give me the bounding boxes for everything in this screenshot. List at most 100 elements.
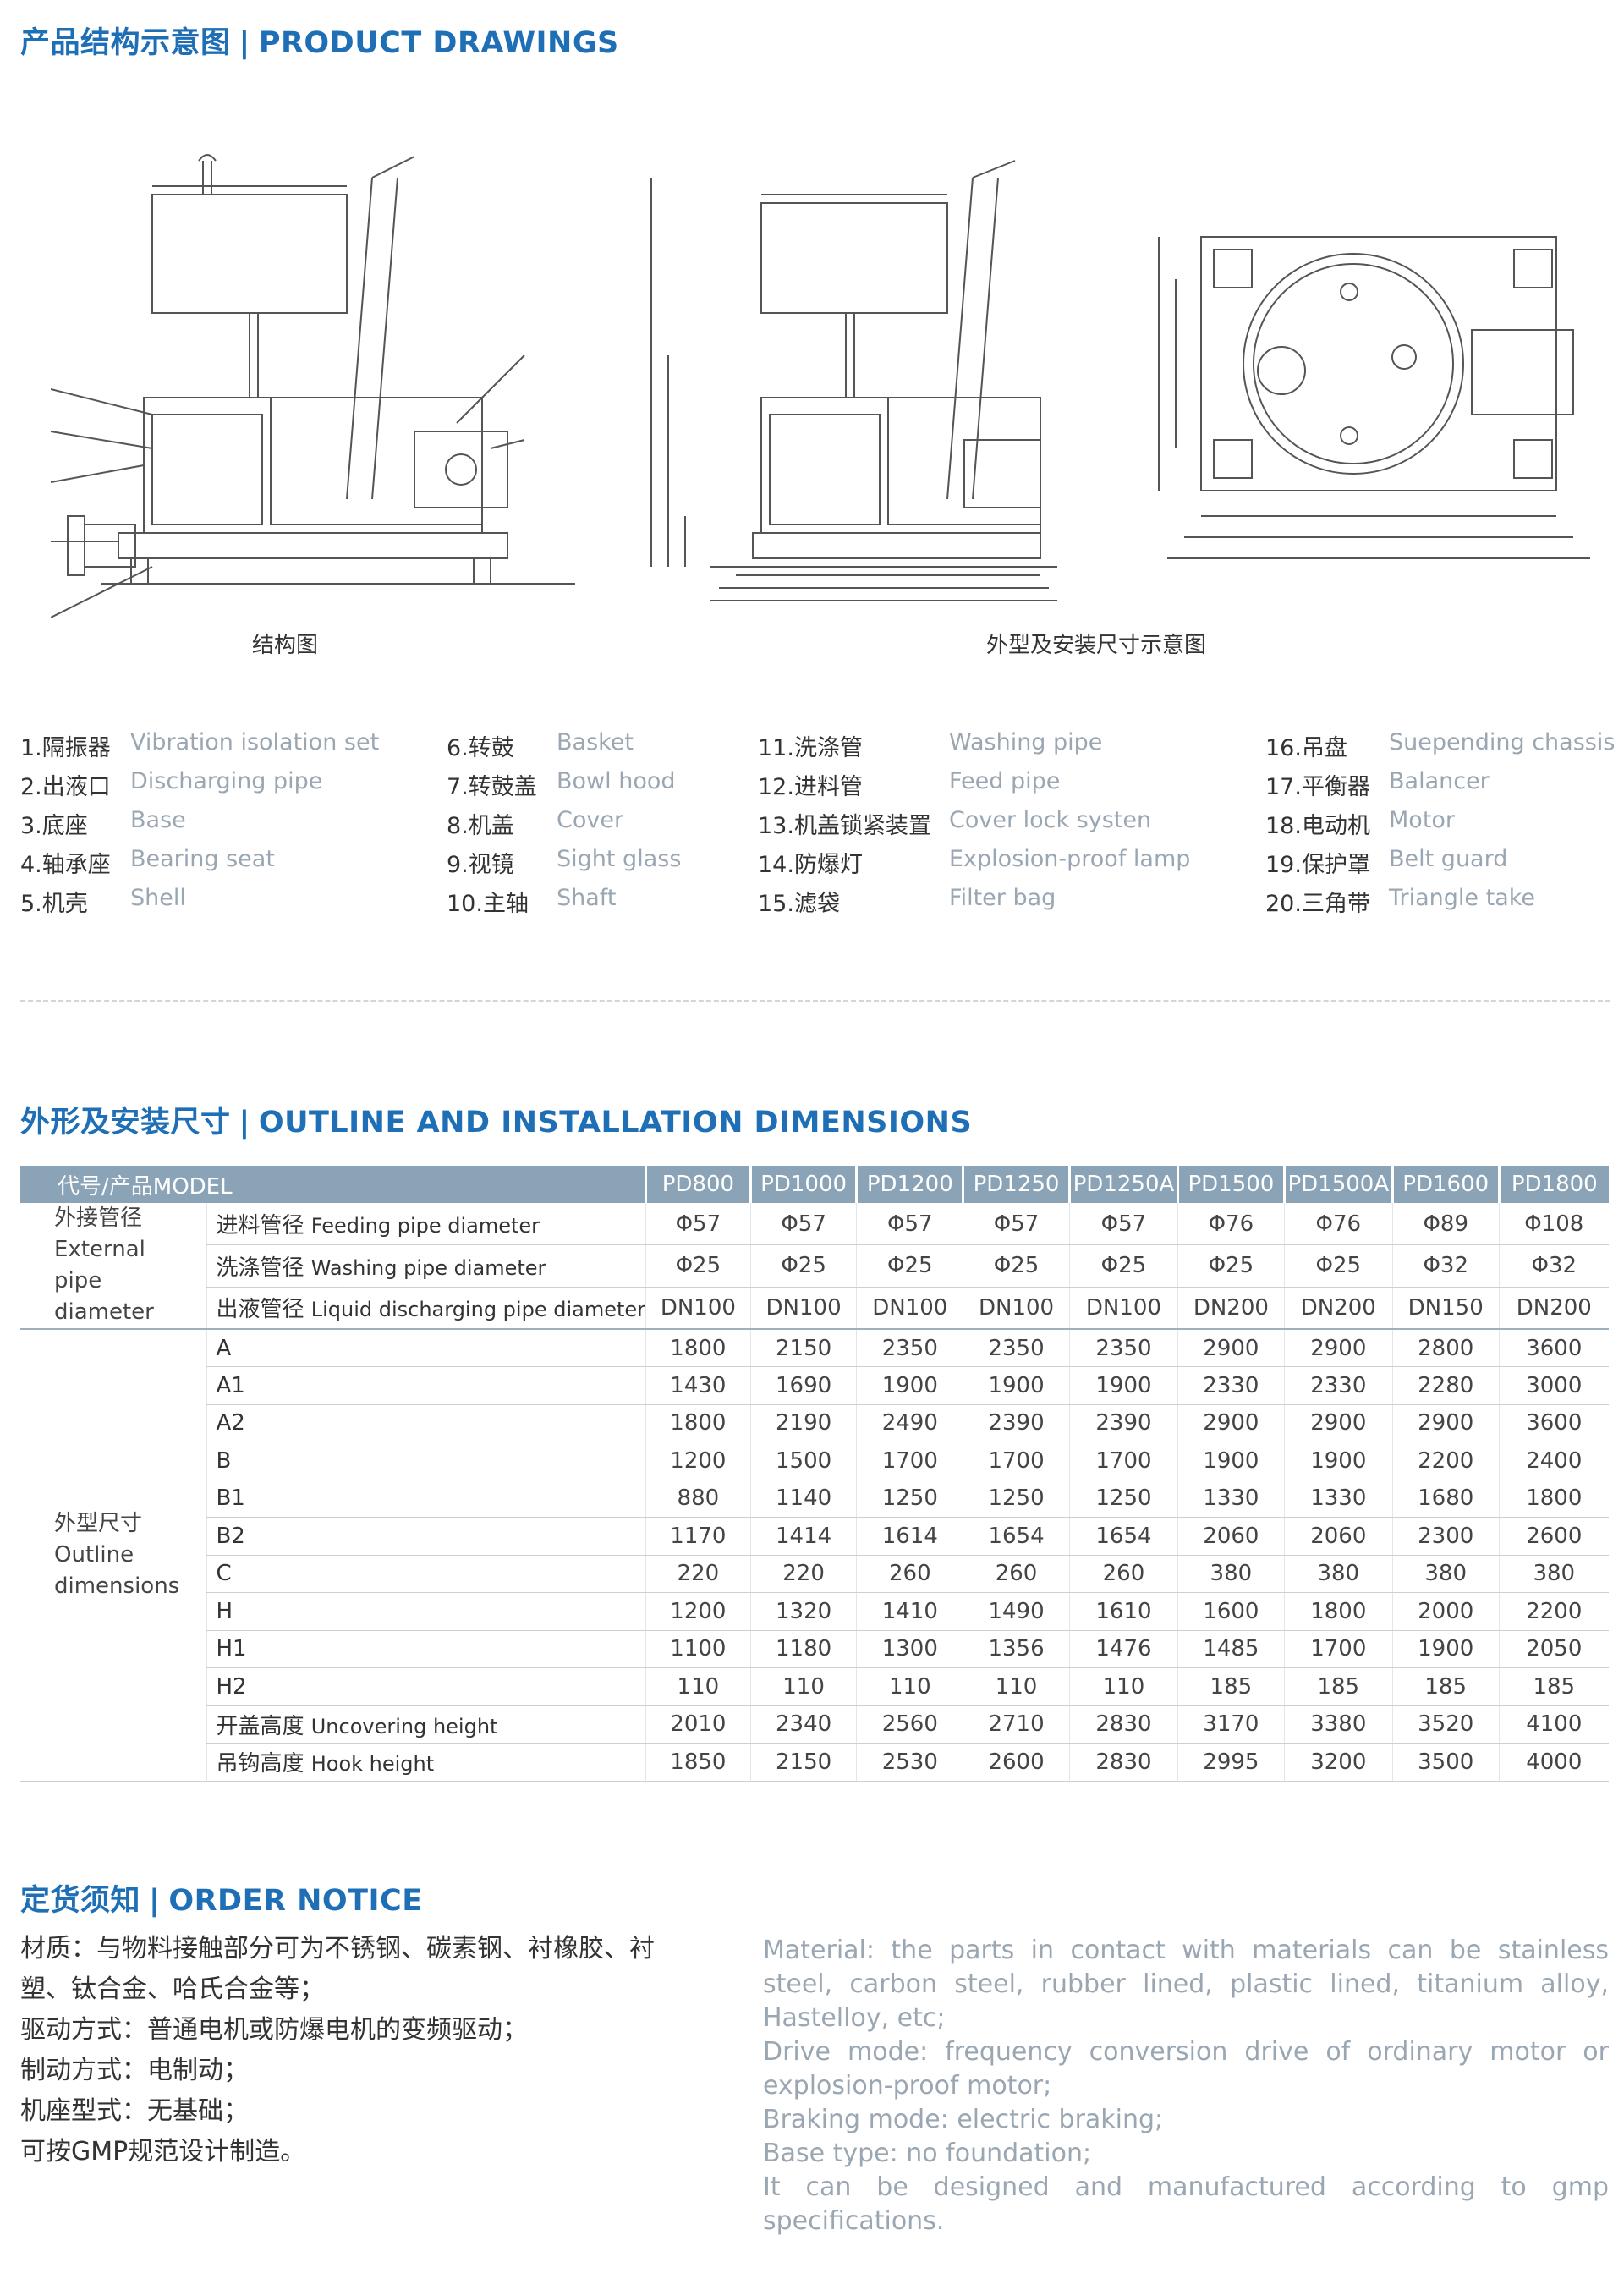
table-cell: 1700 xyxy=(1068,1442,1178,1480)
model-col: PD1800 xyxy=(1499,1166,1609,1203)
table-cell: DN200 xyxy=(1283,1287,1393,1330)
table-cell: 380 xyxy=(1177,1555,1285,1593)
table-cell: 2830 xyxy=(1068,1743,1178,1782)
model-col: PD1500A xyxy=(1284,1166,1394,1203)
row-label-en: Uncovering height xyxy=(310,1714,498,1738)
table-cell: 2600 xyxy=(1498,1517,1609,1556)
table-cell: 2390 xyxy=(963,1404,1070,1442)
model-col: PD1000 xyxy=(750,1166,859,1203)
table-cell: 1900 xyxy=(1391,1630,1500,1668)
group-label-line: Outline xyxy=(54,1541,134,1568)
row-label: H1 xyxy=(206,1630,646,1668)
table-cell: 1800 xyxy=(1498,1480,1609,1518)
table-cell: 1900 xyxy=(963,1366,1070,1405)
table-cell: 1900 xyxy=(1177,1442,1285,1480)
row-label: 吊钩高度 Hook height xyxy=(206,1743,646,1782)
table-cell: 1330 xyxy=(1283,1480,1393,1518)
table-cell: 2150 xyxy=(749,1743,857,1782)
table-cell: 1690 xyxy=(749,1366,857,1405)
table-cell: 1850 xyxy=(645,1743,751,1782)
section-title-dimensions: 外形及安装尺寸|OUTLINE AND INSTALLATION DIMENSI… xyxy=(20,1106,973,1140)
table-cell: 3600 xyxy=(1498,1404,1609,1442)
table-cell: 110 xyxy=(963,1667,1070,1706)
table-cell: 1610 xyxy=(1068,1592,1178,1631)
table-cell: 2190 xyxy=(749,1404,857,1442)
row-label: H2 xyxy=(206,1667,646,1706)
table-cell: 2330 xyxy=(1177,1366,1285,1405)
table-cell: 2900 xyxy=(1283,1328,1393,1367)
table-cell: Φ57 xyxy=(645,1203,751,1246)
table-cell: 1410 xyxy=(856,1592,963,1631)
outline-drawing xyxy=(650,160,1057,601)
product-drawings: 结构图 xyxy=(0,135,1624,658)
row-label: B xyxy=(206,1442,646,1480)
section-divider xyxy=(20,1000,1610,1002)
table-cell: 1700 xyxy=(1283,1630,1393,1668)
table-cell: 2050 xyxy=(1498,1630,1609,1668)
table-cell: 1680 xyxy=(1391,1480,1500,1518)
row-label: 出液管径 Liquid discharging pipe diameter xyxy=(206,1287,646,1330)
row-label-en: Liquid discharging pipe diameter xyxy=(310,1298,646,1322)
table-cell: 380 xyxy=(1498,1555,1609,1593)
table-cell: 260 xyxy=(856,1555,963,1593)
dimensions-table: 代号/产品MODEL PD800 PD1000 PD1200 PD1250 PD… xyxy=(20,1166,1609,1782)
table-cell: 2280 xyxy=(1391,1366,1500,1405)
table-cell: Φ25 xyxy=(1177,1244,1285,1288)
notice-line: Drive mode: frequency conversion drive o… xyxy=(763,2037,1609,2101)
table-cell: Φ57 xyxy=(963,1203,1070,1246)
table-cell: 1250 xyxy=(963,1480,1070,1518)
table-cell: 1654 xyxy=(1068,1517,1178,1556)
group-label-line: 外接管径 xyxy=(54,1205,143,1231)
table-cell: 380 xyxy=(1283,1555,1393,1593)
table-cell: DN150 xyxy=(1391,1287,1500,1330)
order-notice-zh: 材质：与物料接触部分可为不锈钢、碳素钢、衬橡胶、衬塑、钛合金、哈氏合金等； 驱动… xyxy=(20,1929,663,2172)
table-cell: 2010 xyxy=(645,1705,751,1744)
table-cell: Φ57 xyxy=(856,1203,963,1246)
model-col: PD1250 xyxy=(963,1166,1071,1203)
notice-line: 材质：与物料接触部分可为不锈钢、碳素钢、衬橡胶、衬塑、钛合金、哈氏合金等； xyxy=(20,1934,655,2004)
table-cell: 1180 xyxy=(749,1630,857,1668)
table-cell: Φ57 xyxy=(1068,1203,1178,1246)
row-label: A2 xyxy=(206,1404,646,1442)
row-label: B1 xyxy=(206,1480,646,1518)
table-cell: 1900 xyxy=(1068,1366,1178,1405)
row-label-en: Hook height xyxy=(310,1752,435,1777)
table-cell: 2000 xyxy=(1391,1592,1500,1631)
row-label: A xyxy=(206,1328,646,1367)
row-label: A1 xyxy=(206,1366,646,1405)
table-cell: 2490 xyxy=(856,1404,963,1442)
table-cell: 1356 xyxy=(963,1630,1070,1668)
table-cell: 2710 xyxy=(963,1705,1070,1744)
table-cell: 3200 xyxy=(1283,1743,1393,1782)
table-cell: 2350 xyxy=(1068,1328,1178,1367)
table-cell: 110 xyxy=(749,1667,857,1706)
row-label-zh: 出液管径 xyxy=(216,1297,304,1323)
table-cell: 185 xyxy=(1283,1667,1393,1706)
table-cell: 4000 xyxy=(1498,1743,1609,1782)
table-cell: 1600 xyxy=(1177,1592,1285,1631)
table-cell: Φ76 xyxy=(1283,1203,1393,1246)
model-col: PD1600 xyxy=(1392,1166,1501,1203)
table-cell: 1654 xyxy=(963,1517,1070,1556)
row-label-zh: 进料管径 xyxy=(216,1213,304,1239)
notice-line: Base type: no foundation; xyxy=(763,2139,1092,2168)
table-cell: 1250 xyxy=(856,1480,963,1518)
table-cell: 1200 xyxy=(645,1442,751,1480)
table-cell: 3600 xyxy=(1498,1328,1609,1367)
table-cell: 1800 xyxy=(1283,1592,1393,1631)
table-cell: 2350 xyxy=(963,1328,1070,1367)
table-cell: 1300 xyxy=(856,1630,963,1668)
table-cell: 1140 xyxy=(749,1480,857,1518)
table-row: 出液管径 Liquid discharging pipe diameter DN1… xyxy=(20,1287,1609,1330)
table-cell: Φ25 xyxy=(645,1244,751,1288)
structure-drawing xyxy=(51,154,575,618)
